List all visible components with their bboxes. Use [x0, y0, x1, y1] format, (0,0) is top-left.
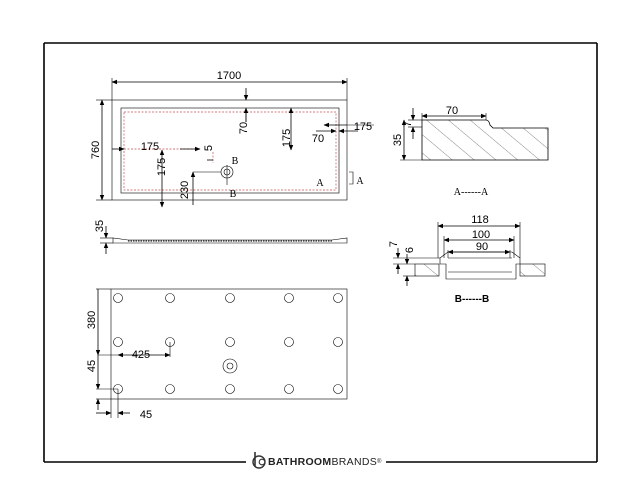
underside-waste-hole — [222, 358, 238, 374]
section-a-mark-left: A — [316, 178, 324, 189]
section-bb-right-slab — [519, 263, 546, 277]
support-foot — [225, 337, 235, 347]
support-foot — [165, 384, 175, 394]
brand-registered-mark: ® — [377, 459, 382, 465]
section-aa-profile — [421, 119, 549, 161]
drawing-frame — [43, 42, 598, 463]
dim-bb-left-a: 7 — [388, 241, 400, 247]
support-foot — [333, 293, 343, 303]
dim-aa-depth: 35 — [392, 134, 404, 146]
underside-outline — [110, 288, 348, 400]
dim-waste-bottom: 230 — [179, 181, 191, 199]
support-foot — [165, 293, 175, 303]
support-foot — [113, 293, 123, 303]
dim-bb-left-b: 6 — [404, 247, 416, 253]
dim-overall-length: 1700 — [217, 70, 241, 82]
dim-edge-vertical: 45 — [86, 360, 98, 372]
support-foot — [333, 384, 343, 394]
plan-view: 1700 760 70 175 70 175 175 5 175 — [90, 70, 374, 208]
dim-side-height: 35 — [94, 220, 106, 232]
support-foot — [333, 337, 343, 347]
section-aa-caption: A------A — [454, 187, 489, 198]
section-bb-waste — [439, 251, 521, 280]
support-foot — [225, 384, 235, 394]
dim-bb-middle: 100 — [472, 229, 490, 241]
dim-right-inset: 70 — [312, 133, 324, 145]
dim-waste-vertical: 175 — [156, 158, 168, 176]
dim-bb-outer: 118 — [471, 214, 489, 226]
support-feet — [113, 293, 343, 394]
dim-overall-width: 760 — [90, 141, 102, 159]
section-aa: 70 7 35 A------A — [392, 105, 549, 198]
dim-right-edge: 175 — [354, 121, 372, 133]
dim-right-depth: 175 — [281, 129, 293, 147]
support-foot — [284, 293, 294, 303]
section-bb-left-slab — [414, 263, 440, 277]
underside-view: 380 425 45 45 — [86, 288, 348, 421]
brand-name-light: BRANDS — [331, 456, 378, 468]
section-bb: 118 100 90 7 6 B------B — [388, 214, 546, 305]
dim-spacing-horizontal: 425 — [132, 349, 150, 361]
section-b-mark-bottom: B — [230, 189, 237, 200]
support-foot — [225, 293, 235, 303]
dim-aa-top-width: 70 — [446, 105, 458, 117]
support-foot — [284, 384, 294, 394]
dim-top-inset: 70 — [238, 122, 250, 134]
dim-spacing-vertical: 380 — [86, 311, 98, 329]
dim-bb-inner: 90 — [476, 241, 488, 253]
dim-left-offset: 175 — [141, 141, 159, 153]
tray-red-outline — [123, 111, 337, 191]
section-a-mark-right: A — [356, 176, 364, 187]
dim-aa-lip: 7 — [402, 121, 414, 127]
brand-name: BATHROOMBRANDS® — [268, 455, 382, 469]
dim-edge-horizontal: 45 — [140, 409, 152, 421]
side-view: 35 — [94, 220, 348, 254]
section-b-mark-top: B — [232, 156, 239, 167]
brand-name-bold: BATHROOM — [268, 456, 332, 468]
dim-waste-radius: 5 — [203, 145, 215, 151]
tray-outline — [111, 99, 348, 201]
section-bb-caption: B------B — [455, 294, 489, 305]
support-foot — [284, 337, 294, 347]
support-foot — [113, 337, 123, 347]
brand-logo-icon — [252, 452, 266, 469]
